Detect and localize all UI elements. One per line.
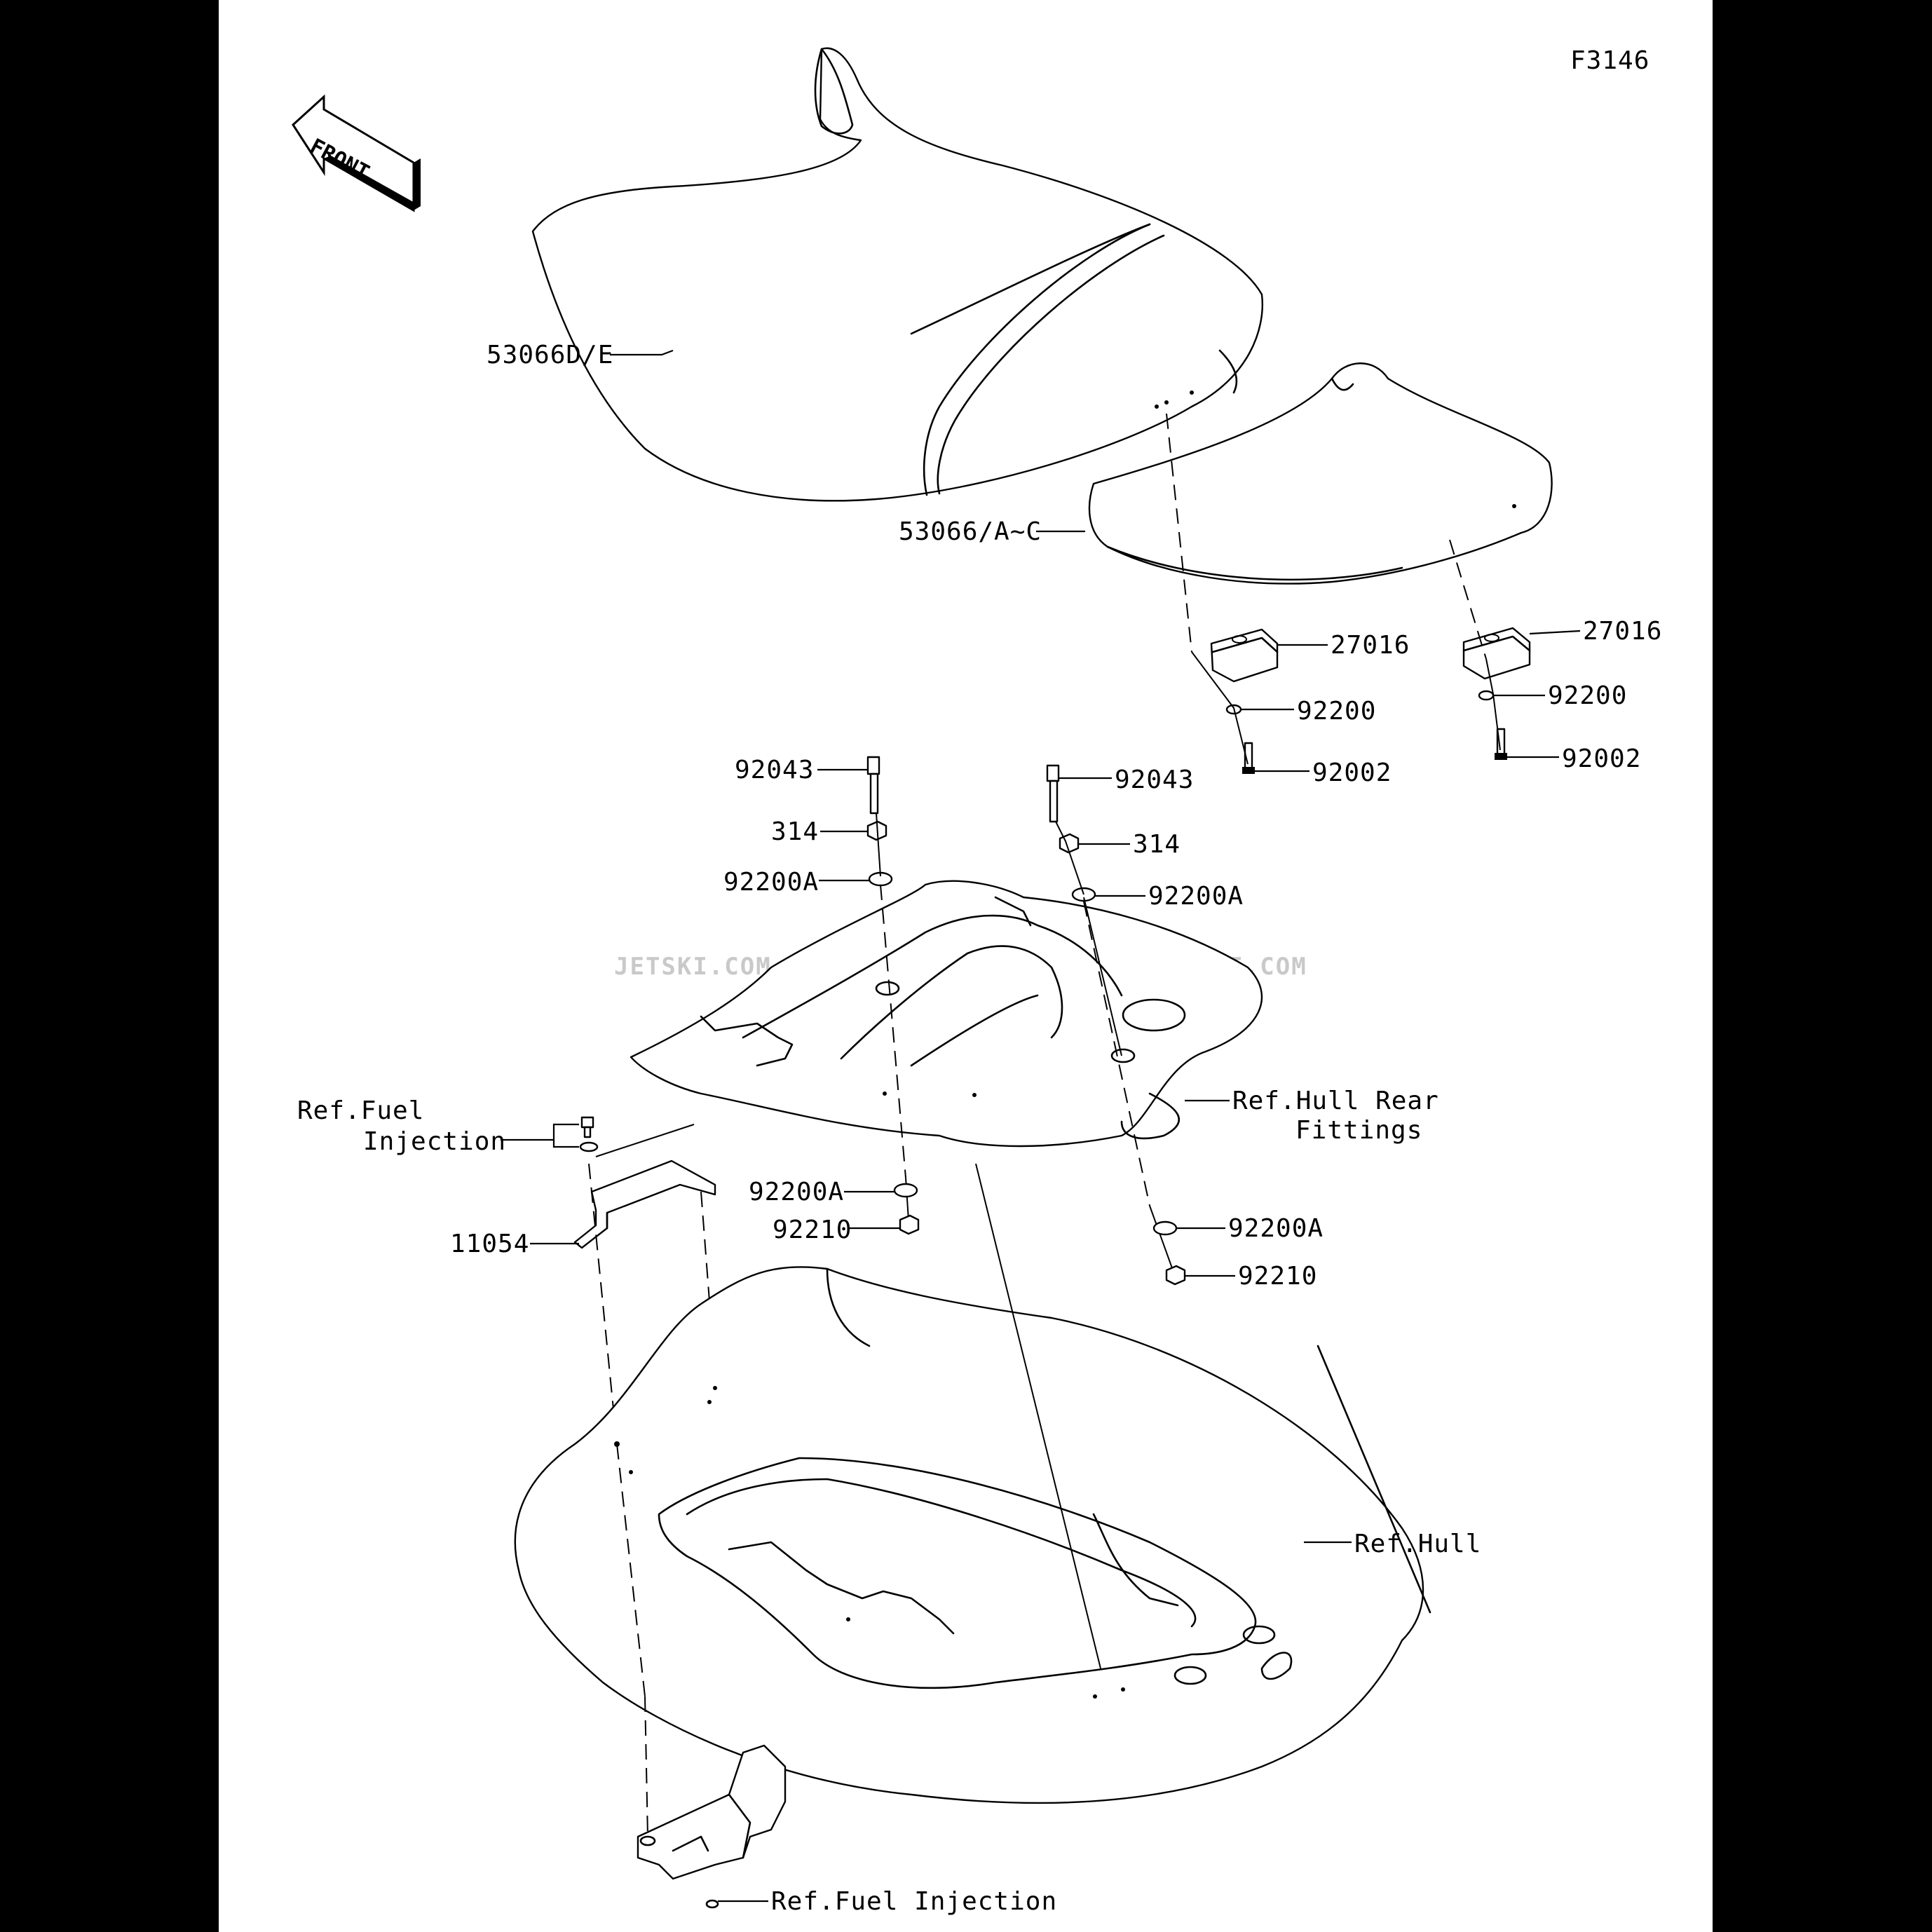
rear-seat-part — [1088, 362, 1553, 585]
fuel-bolt-part — [580, 1116, 594, 1138]
fuel-injection-bracket-part — [637, 1744, 787, 1909]
label-bolt-right: 92002 — [1562, 744, 1641, 773]
label-hull-rear-2: Fittings — [1295, 1116, 1422, 1145]
hull-part — [514, 1266, 1431, 1804]
label-stud-left: 92043 — [735, 756, 814, 784]
label-washer-a-top-left: 92200A — [723, 868, 819, 897]
label-washer-a-bottom-right: 92200A — [1228, 1214, 1324, 1243]
label-nut-bottom-right: 92210 — [1238, 1262, 1317, 1291]
washer-92200-right — [1478, 690, 1495, 701]
label-fuel-2: Injection — [363, 1127, 506, 1156]
label-nut314-right: 314 — [1133, 830, 1181, 859]
seat-bracket-right — [1462, 627, 1531, 680]
label-nut314-left: 314 — [771, 817, 819, 846]
stud-92043-left — [866, 756, 880, 815]
label-fuel-bottom: Ref.Fuel Injection — [771, 1887, 1057, 1916]
label-seat-rear: 53066/A~C — [899, 517, 1042, 546]
bracket-11054-part — [573, 1124, 716, 1249]
hull-rear-fitting-part — [630, 880, 1263, 1148]
label-bolt-left: 92002 — [1312, 758, 1392, 787]
label-stud-right: 92043 — [1115, 766, 1194, 794]
seat-bracket-left — [1210, 628, 1279, 683]
nut-92210-right — [1165, 1265, 1186, 1286]
bolt-92002-right — [1495, 728, 1507, 760]
figure-code: F3146 — [1570, 46, 1649, 75]
label-hull: Ref.Hull — [1354, 1530, 1481, 1558]
label-washer-a-top-right: 92200A — [1148, 882, 1244, 911]
bolt-92002-left — [1242, 742, 1255, 774]
label-washer-right: 92200 — [1548, 681, 1627, 710]
label-bracket-11054: 11054 — [450, 1230, 529, 1258]
label-bracket-left: 27016 — [1331, 631, 1410, 660]
label-seat-front: 53066D/E — [487, 341, 613, 369]
label-washer-a-bottom-left: 92200A — [749, 1178, 844, 1206]
nut-92210-left — [899, 1214, 920, 1235]
label-hull-rear-1: Ref.Hull Rear — [1232, 1087, 1439, 1115]
washer-92200a-bottom-right — [1152, 1220, 1178, 1236]
stud-92043-right — [1046, 764, 1060, 823]
front-arrow-icon: FRONT — [292, 94, 421, 212]
fuel-washer-part — [579, 1141, 599, 1152]
front-seat-part — [531, 47, 1263, 502]
label-bracket-right: 27016 — [1583, 617, 1662, 646]
label-washer-left: 92200 — [1297, 697, 1376, 726]
label-fuel-1: Ref.Fuel — [297, 1096, 424, 1125]
label-nut-bottom-left: 92210 — [773, 1216, 852, 1244]
washer-92200a-bottom-left — [893, 1183, 918, 1198]
